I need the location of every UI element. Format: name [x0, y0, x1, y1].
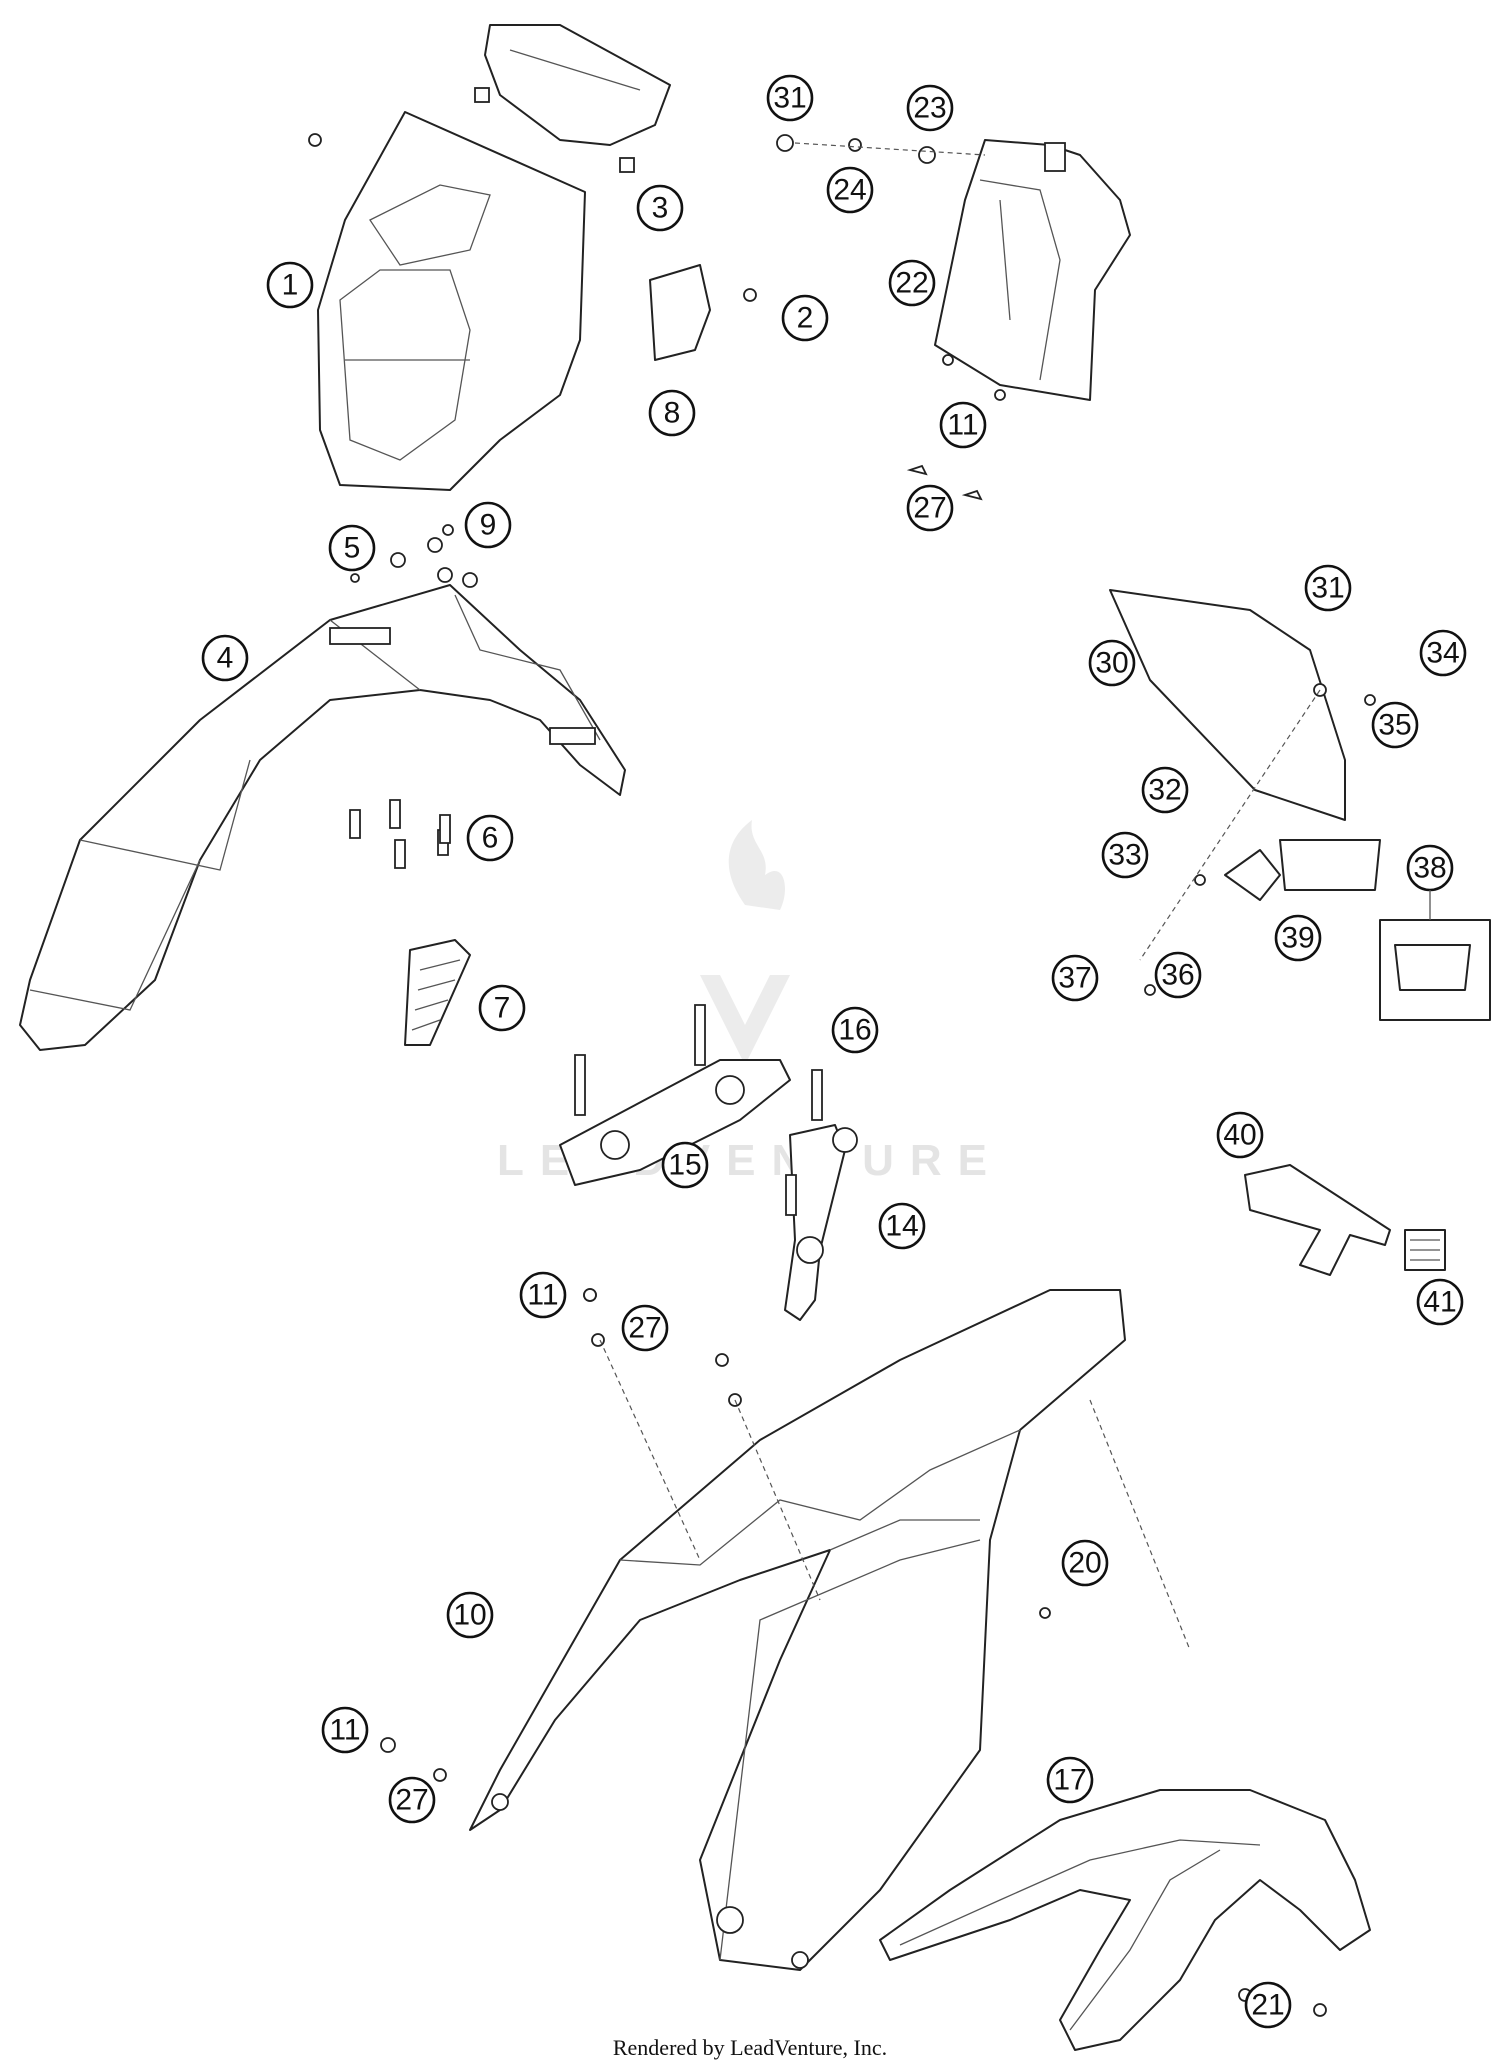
svg-text:6: 6: [482, 822, 499, 855]
svg-text:41: 41: [1423, 1286, 1456, 1319]
svg-text:27: 27: [395, 1784, 428, 1817]
svg-text:17: 17: [1053, 1764, 1086, 1797]
svg-text:23: 23: [913, 92, 946, 125]
callout-7: 7: [478, 984, 526, 1032]
bracket-8: [649, 264, 757, 361]
svg-text:38: 38: [1413, 852, 1446, 885]
callout-4: 4: [201, 634, 249, 682]
rear-grab-part-15: [559, 1004, 791, 1186]
clips-27-top: [906, 464, 983, 501]
license-plate-holder: [1109, 589, 1491, 1021]
svg-text:8: 8: [664, 397, 681, 430]
fastener-group-top: [776, 134, 986, 164]
bracket-40: [1244, 1164, 1446, 1276]
callout-6: 6: [466, 814, 514, 862]
rear-side-part-14: [784, 1069, 858, 1321]
callout-37: 37: [1051, 954, 1099, 1002]
svg-text:10: 10: [453, 1599, 486, 1632]
callout-31-a: 31: [766, 74, 814, 122]
svg-text:24: 24: [833, 174, 866, 207]
callout-2: 2: [781, 294, 829, 342]
callout-22: 22: [888, 259, 936, 307]
svg-text:27: 27: [913, 492, 946, 525]
callout-32: 32: [1141, 766, 1189, 814]
callout-17: 17: [1046, 1756, 1094, 1804]
callout-27-b: 27: [621, 1304, 669, 1352]
callout-3: 3: [636, 184, 684, 232]
svg-text:20: 20: [1068, 1547, 1101, 1580]
callout-1: 1: [266, 261, 314, 309]
callout-11-a: 11: [939, 401, 987, 449]
svg-text:27: 27: [628, 1312, 661, 1345]
callout-40: 40: [1216, 1111, 1264, 1159]
svg-text:33: 33: [1108, 839, 1141, 872]
svg-text:32: 32: [1148, 774, 1181, 807]
callout-5: 5: [328, 524, 376, 572]
svg-text:31: 31: [773, 82, 806, 115]
svg-text:39: 39: [1281, 922, 1314, 955]
callout-30: 30: [1088, 639, 1136, 687]
callout-11-b: 11: [519, 1271, 567, 1319]
svg-text:35: 35: [1378, 709, 1411, 742]
callout-31-b: 31: [1304, 564, 1352, 612]
screws-6: [349, 799, 451, 869]
callout-21: 21: [1244, 1981, 1292, 2029]
rear-mudguard-17: [879, 1607, 1371, 2051]
callout-20: 20: [1061, 1539, 1109, 1587]
callout-8: 8: [648, 389, 696, 437]
callout-35: 35: [1371, 701, 1419, 749]
svg-text:21: 21: [1251, 1989, 1284, 2022]
callout-11-c: 11: [321, 1706, 369, 1754]
fasteners-11-27: [380, 1288, 597, 1782]
watermark-logo-mark: [700, 975, 790, 1065]
headlight-mask: [308, 111, 586, 491]
svg-text:5: 5: [344, 532, 361, 565]
svg-text:22: 22: [895, 267, 928, 300]
callout-16: 16: [831, 1006, 879, 1054]
svg-text:11: 11: [527, 1279, 558, 1312]
svg-text:34: 34: [1426, 637, 1459, 670]
svg-text:14: 14: [885, 1210, 918, 1243]
svg-text:31: 31: [1311, 572, 1344, 605]
svg-text:9: 9: [480, 509, 497, 542]
svg-text:15: 15: [668, 1149, 701, 1182]
callout-34: 34: [1419, 629, 1467, 677]
grille-7: [404, 939, 471, 1046]
front-fender: [19, 573, 626, 1051]
callout-9: 9: [464, 501, 512, 549]
callout-36: 36: [1154, 951, 1202, 999]
callout-10: 10: [446, 1591, 494, 1639]
watermark-flame-icon: [728, 820, 785, 910]
callout-23: 23: [906, 84, 954, 132]
svg-text:2: 2: [797, 302, 814, 335]
svg-text:4: 4: [217, 642, 234, 675]
svg-text:1: 1: [282, 269, 299, 302]
callout-14: 14: [878, 1202, 926, 1250]
leadventure-watermark: LEADVENTURE: [497, 820, 987, 1185]
callout-15: 15: [661, 1141, 709, 1189]
rear-panel-22: [934, 139, 1131, 401]
rear-fender-side-panel: [469, 1288, 1191, 1971]
svg-text:3: 3: [652, 192, 669, 225]
svg-text:37: 37: [1058, 962, 1091, 995]
svg-text:11: 11: [947, 409, 978, 442]
svg-text:16: 16: [838, 1014, 871, 1047]
rendered-by-credit: Rendered by LeadVenture, Inc.: [613, 2035, 887, 2060]
callout-41: 41: [1416, 1278, 1464, 1326]
callout-38: 38: [1406, 844, 1454, 892]
svg-text:30: 30: [1095, 647, 1128, 680]
svg-text:11: 11: [329, 1714, 360, 1747]
callout-27-c: 27: [388, 1776, 436, 1824]
svg-text:7: 7: [494, 992, 511, 1025]
svg-text:40: 40: [1223, 1119, 1256, 1152]
callout-39: 39: [1274, 914, 1322, 962]
fasteners-5-9: [390, 524, 478, 588]
callout-24: 24: [826, 166, 874, 214]
headlight-top-cover: [474, 24, 671, 173]
svg-text:36: 36: [1161, 959, 1194, 992]
callout-27-a: 27: [906, 484, 954, 532]
callout-33: 33: [1101, 831, 1149, 879]
